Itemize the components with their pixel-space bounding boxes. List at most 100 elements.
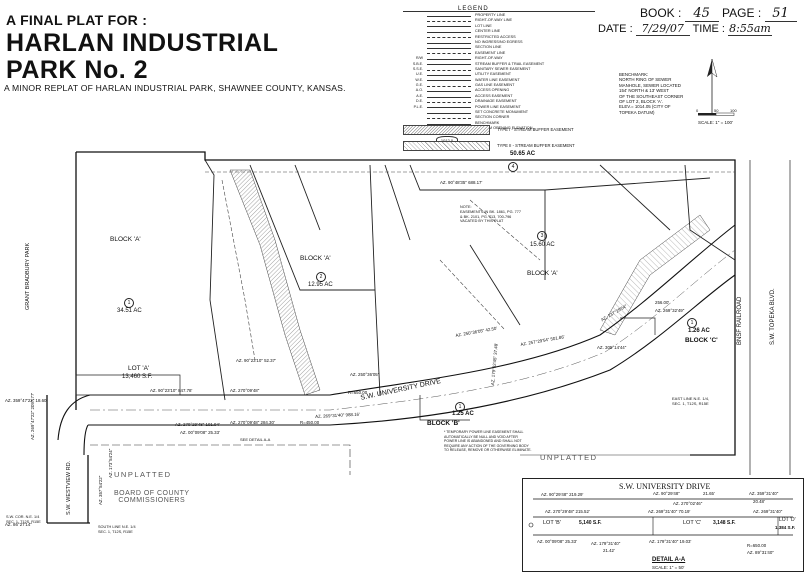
legend-label: CENTER LINE: [475, 29, 501, 34]
detail-bearing-callout: R=650.00: [747, 543, 767, 548]
block-b-lot-area: 1.25 AC: [452, 411, 474, 417]
east-line-note: EAST LINE N.E. 1/4, SEC. 1, T12S, R15E: [672, 396, 709, 406]
bearing-callout: AZ. 86°27'14": [5, 522, 32, 527]
unplatted-label-sw: UNPLATTED: [114, 470, 172, 479]
county-line2: COMMISSIONERS: [118, 497, 186, 504]
bearing-callout: AZ. 00°09'08" 25.33': [180, 430, 220, 435]
university-drive-row: [57, 224, 736, 456]
legend-label: BENCHMARK: [475, 120, 500, 125]
type2-buffer-swatch: [403, 141, 490, 151]
easement-vacation-note: NOTE:EASEMENTS IN BK. 1861, PG. 777& BK.…: [460, 205, 521, 224]
lot-a-name: LOT 'A': [128, 365, 150, 372]
lot-a-area: 13,460 S.F.: [122, 374, 153, 380]
legend-line-sample: [427, 80, 471, 82]
lot-1-marker: 1: [120, 298, 138, 308]
north-arrow-icon: [707, 58, 718, 113]
lot-4-number: 4: [508, 162, 518, 172]
detail-lot-b-name: LOT 'B': [543, 520, 561, 526]
legend-label: EASEMENT LINE: [475, 50, 506, 55]
see-detail-label: SEE DETAIL A-A: [240, 437, 271, 442]
detail-drawing: [528, 498, 793, 536]
legend-line-sample: [427, 107, 471, 109]
benchmark-line: OF LOT 2, BLOCK 'A'.: [619, 99, 663, 105]
detail-bearing-callout: AZ. 179°31'40" 19.03': [649, 539, 692, 544]
legend-label: STREAM BUFFER & TRAIL EASEMENT: [475, 61, 545, 66]
page-label: PAGE :: [722, 6, 762, 20]
east-line-note-1: EAST LINE N.E. 1/4,: [672, 396, 710, 401]
block-a-west-label: BLOCK 'A': [110, 236, 141, 243]
note-line: VACATED BY THIS PLAT: [460, 219, 504, 224]
legend-label: PROPERTY LINE: [475, 13, 506, 17]
stream-buffer-easement-west: [229, 169, 321, 396]
east-line-note-2: SEC. 1, T12S, R15E: [672, 401, 709, 406]
block-a-center-label: BLOCK 'A': [300, 255, 331, 262]
legend-line-sample: [427, 74, 471, 76]
legend-row: D.E.DRAINAGE EASEMENT: [403, 99, 593, 104]
legend-row: P.L.E.POWER LINE EASEMENT: [403, 105, 593, 110]
legend-row: EASEMENT LINE: [403, 51, 593, 56]
note-line: EASEMENTS IN BK. 1861, PG. 777: [460, 209, 521, 214]
county-commissioners-label: BOARD OF COUNTY COMMISSIONERS: [114, 490, 190, 504]
detail-bearing-callout: AZ. 270°29'48" 215.52': [545, 509, 590, 514]
bearing-callout: R=450.00: [300, 420, 320, 425]
book-value: 45: [684, 6, 719, 22]
sw-corner-note: S.W. COR. N.E. 1/4 SEC. 1, T12S, R15E: [6, 515, 41, 524]
scale-tick-50: 50: [714, 108, 719, 113]
legend-symbol: D.E.: [416, 99, 423, 104]
legend-label: SET CONCRETE MONUMENT: [475, 110, 529, 115]
bearing-callout: AZ. 90°23'10" 52.37': [236, 358, 276, 363]
legend-symbol: G.E.: [415, 83, 423, 88]
note-line: AUTOMATICALLY BE NULL AND VOID AFTER: [444, 434, 518, 439]
legend-row: SECTION LINE: [403, 45, 593, 50]
block-c-label: BLOCK 'C': [685, 337, 718, 344]
topeka-blvd-label: S.W. TOPEKA BLVD.: [770, 288, 776, 345]
plat-subtitle: A MINOR REPLAT OF HARLAN INDUSTRIAL PARK…: [4, 83, 346, 93]
legend-line-sample: [427, 69, 471, 71]
detail-a-a-inset: S.W. UNIVERSITY DRIVE LOT 'B' 5,140 S.F.…: [522, 478, 804, 572]
benchmark-line: 154' NORTH & 13' WEST: [619, 88, 669, 94]
bearing-callout: AZ. 270°09'48" 284.30': [230, 420, 275, 425]
bearing-callout: R=650.00: [348, 390, 368, 395]
legend-symbol: W.E.: [415, 77, 423, 82]
scale-label: SCALE: 1" = 100': [698, 120, 733, 125]
time-label: TIME :: [692, 23, 725, 35]
detail-bearing-callout: AZ. 359°31'40": [749, 491, 779, 496]
block-a-east-label: BLOCK 'A': [527, 270, 558, 277]
type2-buffer-label: TYPE II - STREAM BUFFER EASEMENT: [497, 143, 575, 148]
legend-line-sample: [427, 101, 471, 103]
legend-symbol: S.B.E.: [412, 61, 423, 66]
detail-scale: SCALE: 1" = 50': [652, 565, 685, 570]
legend-line-sample: [427, 26, 471, 28]
plat-title-line1: HARLAN INDUSTRIAL: [6, 29, 279, 57]
block-c-boundary: [620, 317, 656, 335]
legend-row: SECTION CORNER: [403, 115, 593, 120]
book-label: BOOK :: [640, 6, 682, 20]
recording-date: DATE : 7/29/07 TIME : 8:55am: [598, 22, 773, 36]
benchmark-line: ELEV.= 1014.05 (CITY OF: [619, 104, 671, 110]
legend-row: CENTER LINE: [403, 29, 593, 34]
note-line: * TEMPORARY POWER LINE EASEMENT SHALL: [444, 430, 524, 434]
legend-symbol: S.S.E.: [412, 66, 423, 71]
legend-rule: [403, 11, 595, 12]
legend-line-sample: [427, 96, 471, 98]
legend-label: NO INGRESS/NO EGRESS: [475, 39, 523, 44]
legend-line-sample: [427, 37, 471, 39]
legend-row: S.S.E.SANITARY SEWER EASEMENT: [403, 67, 593, 72]
legend-row: A.O.ACCESS OPENING: [403, 88, 593, 93]
bearing-callout: AZ. 250°36'05": [350, 372, 380, 377]
block-b-lot-number: 1: [455, 402, 465, 412]
unplatted-label-se: UNPLATTED: [540, 453, 598, 462]
county-line1: BOARD OF COUNTY: [114, 490, 190, 497]
detail-lot-c-area: 3,148 S.F.: [713, 520, 736, 526]
bnsf-railroad-label: BNSF RAILROAD: [737, 296, 743, 345]
university-drive-centerline: [90, 249, 736, 411]
time-value: 8:55am: [728, 22, 773, 36]
legend-symbol: P.L.E.: [413, 104, 423, 109]
block-c-lot-number: 1: [687, 318, 697, 328]
bearing-callout: AZ. 90°48'35" 688.17': [440, 180, 483, 185]
sw-corner-note-2: SEC. 1, T12S, R15E: [6, 519, 41, 524]
legend-label: ACCESS OPENING: [475, 88, 510, 93]
